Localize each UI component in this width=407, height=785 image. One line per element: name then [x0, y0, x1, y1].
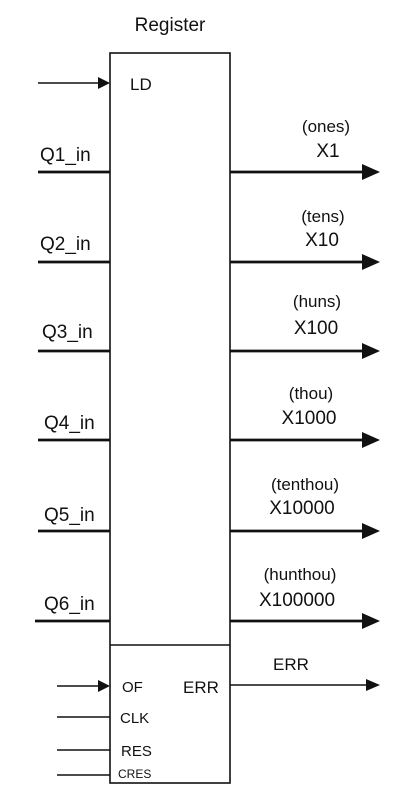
err-pin-label: ERR: [183, 678, 219, 697]
output-arrowhead-x1: [362, 164, 380, 180]
input-q5: Q5_in: [38, 505, 110, 533]
input-label-q1: Q1_in: [40, 145, 91, 166]
ld-input-arrowhead: [98, 77, 110, 89]
output-x1000: (thou) X1000: [230, 384, 380, 448]
input-label-q3: Q3_in: [42, 322, 93, 343]
output-x100: (huns) X100: [230, 292, 380, 359]
input-label-q5: Q5_in: [44, 505, 95, 526]
input-label-q2: Q2_in: [40, 234, 91, 255]
cres-label: CRES: [118, 767, 151, 781]
input-q4: Q4_in: [38, 413, 110, 442]
ld-label: LD: [130, 75, 152, 94]
output-label-x1: X1: [316, 141, 339, 162]
clk-label: CLK: [120, 710, 149, 727]
of-label: OF: [122, 679, 143, 696]
register-block: [109, 52, 231, 784]
output-tag-x10000: (tenthou): [271, 475, 339, 494]
output-label-x100: X100: [294, 318, 338, 339]
input-q3: Q3_in: [38, 322, 110, 353]
output-arrowhead-x100: [362, 343, 380, 359]
res-label: RES: [121, 743, 152, 760]
output-label-x100000: X100000: [259, 590, 335, 611]
output-tag-x1000: (thou): [289, 384, 333, 403]
of-input-arrowhead: [98, 680, 110, 692]
input-q1: Q1_in: [38, 145, 110, 174]
err-output-arrowhead: [366, 679, 380, 691]
output-arrowhead-x10: [362, 254, 380, 270]
input-q2: Q2_in: [38, 234, 110, 264]
output-arrowhead-x100000: [362, 613, 380, 629]
input-q6: Q6_in: [35, 594, 110, 623]
output-label-x10000: X10000: [269, 498, 335, 519]
err-output-label: ERR: [273, 655, 309, 674]
output-label-x1000: X1000: [282, 408, 337, 429]
output-tag-x1: (ones): [302, 117, 350, 136]
output-tag-x100000: (hunthou): [264, 565, 337, 584]
output-arrowhead-x1000: [362, 432, 380, 448]
output-x10000: (tenthou) X10000: [230, 475, 380, 539]
register-title: Register: [135, 15, 206, 36]
output-x1: (ones) X1: [230, 117, 380, 180]
output-x10: (tens) X10: [230, 207, 380, 270]
input-label-q6: Q6_in: [44, 594, 95, 615]
output-tag-x100: (huns): [293, 292, 341, 311]
output-x100000: (hunthou) X100000: [230, 565, 380, 629]
output-arrowhead-x10000: [362, 523, 380, 539]
output-tag-x10: (tens): [301, 207, 344, 226]
output-label-x10: X10: [305, 230, 339, 251]
input-label-q4: Q4_in: [44, 413, 95, 434]
